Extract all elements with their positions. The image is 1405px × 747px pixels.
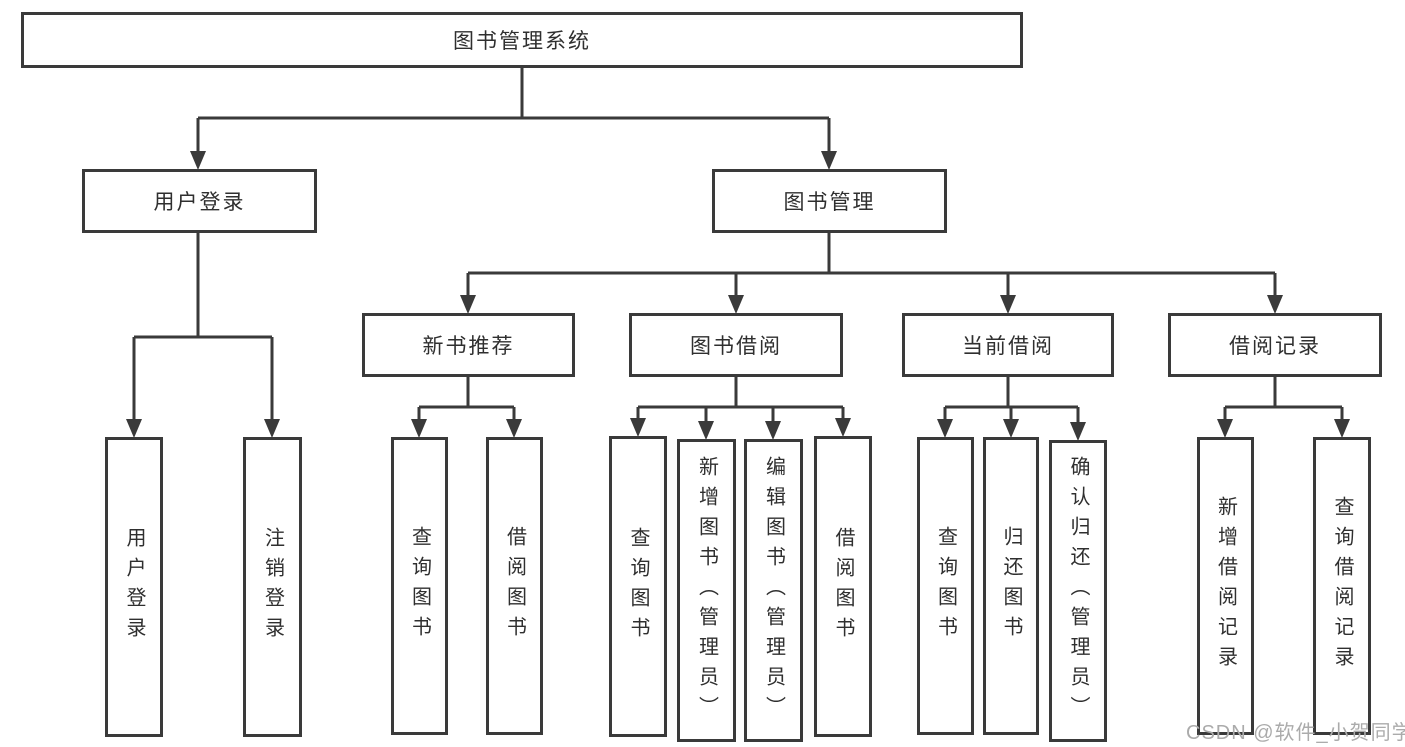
leaf-current-query-books: 查询图书 <box>917 437 974 735</box>
leaf-confirm-return-admin: 确认归还（管理员） <box>1049 440 1107 742</box>
leaf-borrow-query-books: 查询图书 <box>609 436 667 737</box>
node-label: 图书管理 <box>783 191 876 214</box>
watermark: CSDN @软件_小贺同学 <box>1186 722 1405 744</box>
leaf-query-borrow-record: 查询借阅记录 <box>1313 437 1371 735</box>
arrowheads <box>126 151 1350 441</box>
leaf-edit-book-admin: 编辑图书（管理员） <box>744 439 803 742</box>
leaf-add-book-admin: 新增图书（管理员） <box>677 439 736 742</box>
node-label: 图书借阅 <box>690 335 782 358</box>
node-label: 新增图书（管理员） <box>695 455 718 726</box>
node-label: 新增借阅记录 <box>1214 496 1237 676</box>
leaf-recommend-borrow-books: 借阅图书 <box>486 437 543 735</box>
node-new-book-recommend: 新书推荐 <box>362 313 575 377</box>
node-label: 归还图书 <box>1000 526 1022 646</box>
node-user-login: 用户登录 <box>82 169 317 233</box>
leaf-borrow-books: 借阅图书 <box>814 436 872 737</box>
node-book-management: 图书管理 <box>712 169 947 233</box>
node-label: 借阅记录 <box>1229 335 1321 358</box>
node-label: 查询图书 <box>627 526 649 647</box>
node-borrow-records: 借阅记录 <box>1168 313 1382 377</box>
leaf-user-login: 用户登录 <box>105 437 163 737</box>
leaf-add-borrow-record: 新增借阅记录 <box>1197 437 1254 735</box>
node-label: 查询借阅记录 <box>1331 496 1353 676</box>
node-label: 用户登录 <box>123 527 145 647</box>
node-label: 当前借阅 <box>962 335 1054 358</box>
leaf-logout: 注销登录 <box>243 437 302 737</box>
node-label: 查询图书 <box>934 526 957 646</box>
node-label: 用户登录 <box>153 191 246 214</box>
node-current-borrow: 当前借阅 <box>902 313 1114 377</box>
node-label: 借阅图书 <box>503 526 526 646</box>
node-label: 图书管理系统 <box>453 30 591 53</box>
node-root-system: 图书管理系统 <box>21 12 1023 68</box>
leaf-return-books: 归还图书 <box>983 437 1039 735</box>
connector-path <box>132 68 1344 427</box>
node-label: 借阅图书 <box>832 526 854 647</box>
node-label: 新书推荐 <box>422 335 515 358</box>
node-book-borrow: 图书借阅 <box>629 313 843 377</box>
leaf-recommend-query-books: 查询图书 <box>391 437 448 735</box>
node-label: 确认归还（管理员） <box>1067 456 1089 726</box>
node-label: 查询图书 <box>408 526 431 646</box>
node-label: 注销登录 <box>261 527 284 647</box>
node-label: 编辑图书（管理员） <box>762 455 785 726</box>
